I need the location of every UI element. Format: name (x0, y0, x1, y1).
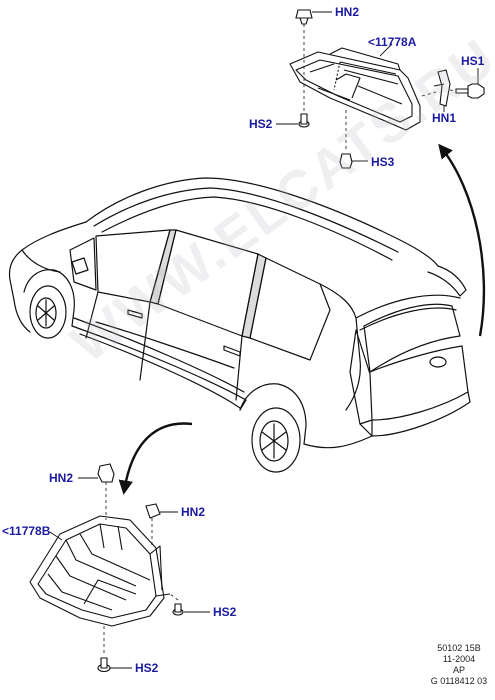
callout-hs2-top: HS2 (249, 117, 273, 131)
fastener-axis-lines-bottom (103, 482, 179, 656)
reference-line-3: AP (452, 665, 465, 675)
callout-part-11778b: <11778B (2, 524, 51, 538)
hn1-clip (433, 69, 451, 107)
callout-part-11778a: <11778A (368, 35, 417, 49)
fastener-axis-lines (303, 24, 457, 152)
hs3-screw (339, 153, 353, 169)
hn2-clip-right (145, 503, 161, 519)
underbody-panel-b (29, 515, 171, 627)
reference-line-1: 50102 15B (437, 643, 481, 653)
callout-hs3: HS3 (371, 155, 395, 169)
hs1-screw (455, 83, 485, 99)
callout-hs1: HS1 (461, 54, 485, 68)
leader-lines-top (276, 11, 479, 162)
underbody-panel-a (289, 47, 421, 131)
callout-hn2-right: HN2 (181, 505, 206, 519)
car-rear-view (8, 177, 471, 473)
location-arrow-rear (438, 143, 486, 337)
callout-hn1: HN1 (432, 111, 457, 125)
hs2-screw-right (172, 603, 184, 616)
hn2-clip-top (295, 9, 313, 25)
callout-hn2-left: HN2 (49, 471, 74, 485)
reference-line-4: G 0118412 03 (430, 676, 488, 686)
location-arrow-front (118, 422, 193, 495)
callout-hs2-right: HS2 (213, 605, 237, 619)
callout-hn2-top: HN2 (335, 5, 360, 19)
hs2-screw-bottom (97, 657, 111, 673)
leader-lines-bottom (49, 477, 210, 669)
hs2-screw-top (298, 113, 310, 128)
reference-line-2: 11-2004 (442, 654, 476, 664)
hn2-clip-left (97, 463, 115, 483)
reference-block: 50102 15B 11-2004 AP G 0118412 03 (426, 643, 492, 687)
callout-hs2-bottom: HS2 (135, 661, 159, 675)
